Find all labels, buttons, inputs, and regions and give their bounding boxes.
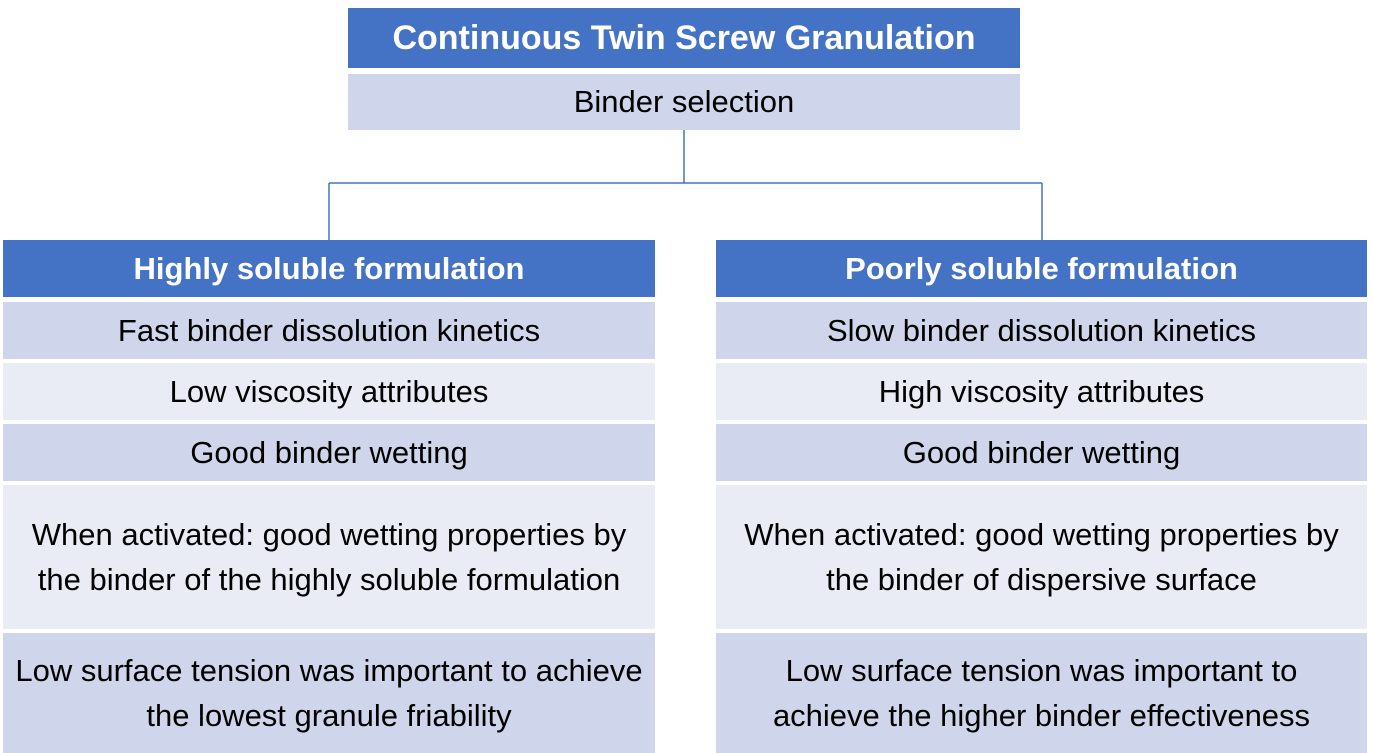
right-column-header: Poorly soluble formulation bbox=[716, 240, 1367, 297]
left-item-viscosity: Low viscosity attributes bbox=[3, 363, 655, 420]
right-item-dissolution: Slow binder dissolution kinetics bbox=[716, 302, 1367, 359]
diagram-title: Continuous Twin Screw Granulation bbox=[348, 8, 1020, 68]
left-item-wetting: Good binder wetting bbox=[3, 424, 655, 481]
left-item-dissolution: Fast binder dissolution kinetics bbox=[3, 302, 655, 359]
left-item-surface-tension: Low surface tension was important to ach… bbox=[3, 633, 655, 753]
right-item-surface-tension: Low surface tension was important to ach… bbox=[716, 633, 1367, 753]
left-item-activation: When activated: good wetting properties … bbox=[3, 485, 655, 629]
left-column-header: Highly soluble formulation bbox=[3, 240, 655, 297]
right-item-viscosity: High viscosity attributes bbox=[716, 363, 1367, 420]
diagram-subtitle: Binder selection bbox=[348, 74, 1020, 130]
right-item-activation: When activated: good wetting properties … bbox=[716, 485, 1367, 629]
right-item-wetting: Good binder wetting bbox=[716, 424, 1367, 481]
